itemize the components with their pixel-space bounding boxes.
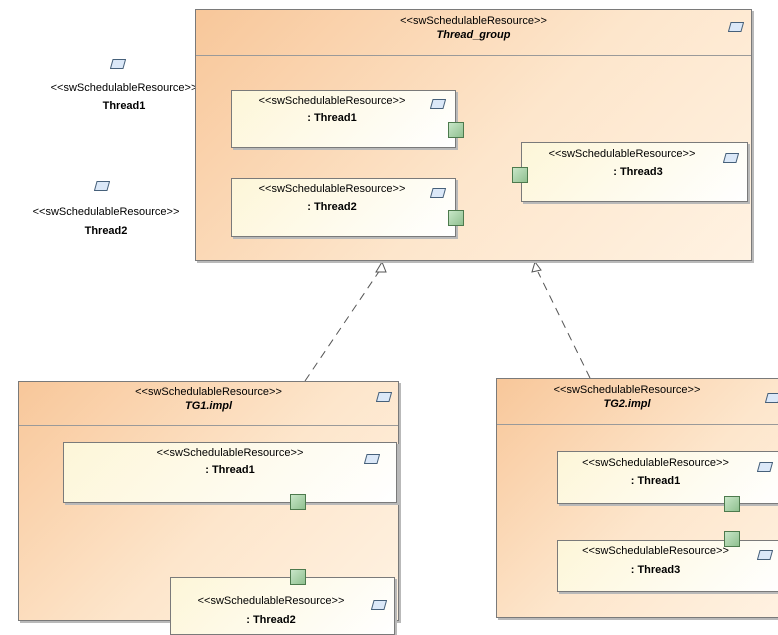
part-name: : Thread3 — [538, 165, 738, 179]
port-thread2[interactable] — [448, 210, 464, 226]
class-stereotype: <<swSchedulableResource>> — [497, 384, 757, 397]
port-thread2[interactable] — [290, 569, 306, 585]
class-stereotype: <<swSchedulableResource>> — [19, 386, 398, 399]
thread1-name: Thread1 — [28, 99, 220, 113]
port-thread1[interactable] — [290, 494, 306, 510]
part-name: : Thread2 — [171, 613, 371, 627]
thread1-stereotype: <<swSchedulableResource>> — [28, 82, 220, 95]
resource-icon — [723, 153, 739, 163]
part-thread1[interactable]: <<swSchedulableResource>> : Thread1 — [231, 90, 456, 148]
part-name: : Thread1 — [64, 463, 396, 477]
thread2-name: Thread2 — [8, 224, 204, 238]
part-stereotype: <<swSchedulableResource>> — [522, 148, 722, 161]
resource-icon — [376, 392, 392, 402]
part-name: : Thread1 — [558, 474, 753, 488]
generalization-tg2-arrowhead — [532, 262, 541, 272]
tg1-impl-class[interactable]: <<swSchedulableResource>> TG1.impl <<swS… — [18, 381, 399, 621]
resource-icon — [371, 600, 387, 610]
class-header: <<swSchedulableResource>> Thread_group — [196, 10, 751, 56]
tg2-impl-class[interactable]: <<swSchedulableResource>> TG2.impl <<swS… — [496, 378, 778, 618]
part-thread1[interactable]: <<swSchedulableResource>> : Thread1 — [63, 442, 397, 503]
part-thread1[interactable]: <<swSchedulableResource>> : Thread1 — [557, 451, 778, 504]
thread-group-class[interactable]: <<swSchedulableResource>> Thread_group <… — [195, 9, 752, 261]
resource-icon — [765, 393, 778, 403]
generalization-tg1-arrowhead — [376, 262, 386, 272]
generalization-tg1-line — [305, 270, 380, 381]
resource-icon — [728, 22, 744, 32]
class-name: TG2.impl — [497, 397, 757, 411]
resource-icon — [94, 181, 110, 191]
port-thread3[interactable] — [512, 167, 528, 183]
part-name: : Thread2 — [232, 200, 432, 214]
part-thread3[interactable]: <<swSchedulableResource>> : Thread3 — [521, 142, 748, 202]
class-header: <<swSchedulableResource>> TG1.impl — [19, 382, 398, 426]
part-stereotype: <<swSchedulableResource>> — [64, 447, 396, 460]
class-header: <<swSchedulableResource>> TG2.impl — [497, 379, 778, 425]
resource-icon — [430, 99, 446, 109]
part-thread2[interactable]: <<swSchedulableResource>> : Thread2 — [170, 577, 395, 635]
port-thread3[interactable] — [724, 531, 740, 547]
port-thread1[interactable] — [724, 496, 740, 512]
part-stereotype: <<swSchedulableResource>> — [232, 95, 432, 108]
resource-icon — [110, 59, 126, 69]
thread2-stereotype: <<swSchedulableResource>> — [8, 206, 204, 219]
part-stereotype: <<swSchedulableResource>> — [232, 183, 432, 196]
part-thread2[interactable]: <<swSchedulableResource>> : Thread2 — [231, 178, 456, 237]
resource-icon — [364, 454, 380, 464]
thread2-class[interactable]: <<swSchedulableResource>> Thread2 — [8, 179, 204, 239]
part-thread3[interactable]: <<swSchedulableResource>> : Thread3 — [557, 540, 778, 592]
thread1-class[interactable]: <<swSchedulableResource>> Thread1 — [28, 57, 220, 117]
resource-icon — [757, 550, 773, 560]
generalization-tg2-line — [538, 272, 590, 378]
class-name: Thread_group — [196, 28, 751, 42]
resource-icon — [757, 462, 773, 472]
resource-icon — [430, 188, 446, 198]
part-name: : Thread1 — [232, 111, 432, 125]
part-stereotype: <<swSchedulableResource>> — [558, 457, 753, 470]
class-name: TG1.impl — [19, 399, 398, 413]
part-stereotype: <<swSchedulableResource>> — [171, 595, 371, 608]
port-thread1[interactable] — [448, 122, 464, 138]
class-stereotype: <<swSchedulableResource>> — [196, 15, 751, 28]
part-name: : Thread3 — [558, 563, 753, 577]
